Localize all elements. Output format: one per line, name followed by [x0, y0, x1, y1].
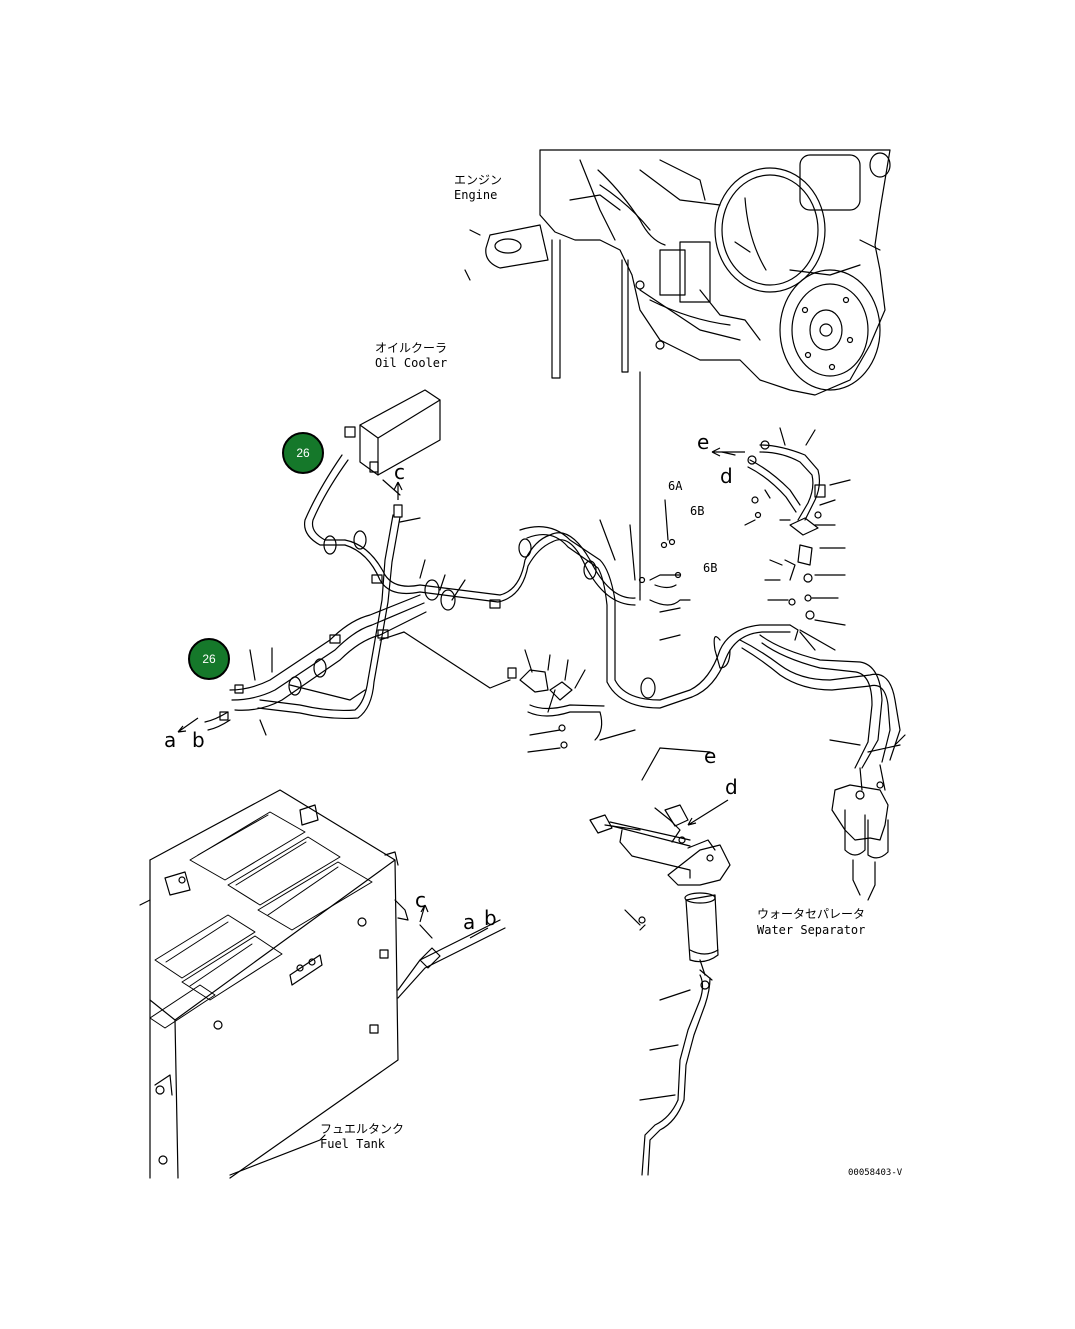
fuel-tank-label-en: Fuel Tank	[320, 1137, 386, 1151]
callout-26-lower[interactable]: 26	[188, 638, 230, 680]
clamp-marks	[219, 504, 656, 721]
fuel-tank-drawing	[139, 789, 506, 1179]
ref-letter-c-tank: c	[415, 888, 426, 912]
fasteners-right	[638, 496, 822, 641]
part-mark-6b-upper: 6B	[690, 504, 705, 518]
right-hoses	[639, 440, 901, 769]
ref-letter-d-filter: d	[725, 775, 738, 799]
engine-label-en: Engine	[454, 188, 498, 202]
fuel-tank-label-jp: フュエルタンク	[320, 1122, 405, 1136]
water-separator-label-jp: ウォータセパレータ	[757, 907, 866, 921]
oil-cooler-label-jp: オイルクーラ	[375, 341, 448, 355]
ref-letter-e-filter: e	[704, 744, 717, 768]
oil-cooler-label-en: Oil Cooler	[375, 356, 448, 370]
ref-letter-e: e	[697, 430, 710, 454]
engine-drawing	[485, 149, 891, 396]
hose-bundle	[204, 454, 693, 736]
water-separator-label-en: Water Separator	[757, 923, 866, 937]
callout-26-upper[interactable]: 26	[282, 432, 324, 474]
fuel-filter-drawing	[589, 804, 731, 1176]
part-mark-6a: 6A	[668, 479, 683, 493]
ref-letter-d: d	[720, 464, 733, 488]
engine-label-jp: エンジン	[454, 173, 503, 187]
ref-letter-b: b	[192, 728, 205, 752]
ref-letter-a: a	[164, 728, 177, 752]
water-separator-drawing	[831, 764, 889, 901]
ref-letter-a-tank: a	[463, 910, 476, 934]
oil-cooler-drawing	[344, 389, 441, 476]
drawing-code: 00058403-V	[848, 1168, 903, 1178]
part-mark-6b-lower: 6B	[703, 561, 718, 575]
ref-letter-b-tank: b	[484, 906, 497, 930]
ref-letter-c: c	[394, 460, 405, 484]
middle-fittings	[507, 649, 636, 753]
